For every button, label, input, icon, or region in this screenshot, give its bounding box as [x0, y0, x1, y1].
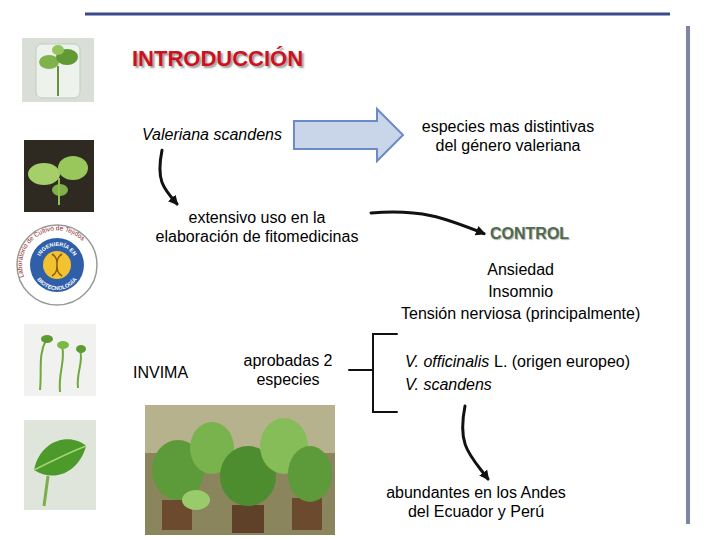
node-text: V. scandens — [405, 376, 492, 393]
photo-ground — [24, 140, 94, 212]
foliage — [288, 446, 332, 502]
photo-ground — [22, 38, 94, 102]
photo-sprouts — [24, 324, 96, 396]
species-heading: Valeriana scandens — [140, 123, 284, 146]
text-line: Insomnio — [401, 281, 640, 303]
control-heading: CONTROL — [488, 222, 571, 245]
photo-ground — [24, 324, 96, 396]
curved-arrow — [160, 150, 177, 204]
node-text: Valeriana scandens — [142, 126, 282, 143]
photo-culture — [22, 38, 94, 102]
leaf — [39, 55, 59, 69]
text-line: INVIMA — [133, 363, 188, 382]
photo-seedling — [24, 140, 94, 212]
leaf — [57, 341, 69, 349]
leaf — [41, 335, 53, 343]
node-text: extensivo uso en la elaboración de fitom… — [156, 209, 359, 245]
note-text: especies mas distintivas del género vale… — [413, 115, 603, 157]
text-line: Tensión nerviosa (principalmente) — [401, 303, 640, 325]
pot — [232, 505, 264, 533]
node-text: abundantes en los Andes del Ecuador y Pe… — [386, 484, 566, 520]
node-text: aprobadas 2 especies — [244, 352, 333, 388]
note-text: abundantes en los Andes del Ecuador y Pe… — [377, 481, 575, 523]
glass-jar — [36, 44, 80, 98]
leaf — [52, 45, 64, 55]
side-rule — [686, 26, 690, 524]
photo-ground — [145, 405, 335, 535]
lab-logo: Laboratorio de Cultivo de Tejidos INGENI… — [16, 224, 97, 305]
leaf — [76, 345, 86, 353]
dna-symbol — [52, 254, 62, 276]
curved-arrow — [371, 212, 484, 234]
leaf — [58, 156, 88, 180]
agency-name: INVIMA — [131, 361, 190, 384]
leaf — [34, 439, 86, 475]
photo-plants — [145, 405, 335, 535]
node-text: especies mas distintivas del género vale… — [422, 118, 595, 154]
bracket-connector — [349, 334, 397, 412]
note-text: extensivo uso en la elaboración de fitom… — [149, 206, 365, 248]
text-line: V. officinalis L. (origen europeo) — [405, 350, 630, 373]
stem — [57, 66, 59, 96]
node-text: CONTROL — [490, 225, 569, 242]
stem — [40, 340, 81, 392]
pot — [292, 498, 322, 530]
photo-ground — [24, 420, 96, 510]
node-text: Tensión nerviosa (principalmente) — [401, 305, 640, 322]
curved-arrow — [463, 406, 488, 479]
logo-text: Laboratorio de Cultivo de Tejidos — [16, 224, 87, 278]
note-text: aprobadas 2 especies — [231, 349, 345, 391]
block-arrow — [294, 109, 403, 161]
slide-title: INTRODUCCIÓN — [132, 46, 303, 72]
node-text: L. (origen europeo) — [494, 353, 630, 370]
stem — [44, 476, 48, 506]
logo-text: INGENIERÍA EN — [36, 241, 78, 257]
logo-ring-inner — [30, 238, 84, 292]
text-line: V. scandens — [405, 373, 630, 396]
species-list: V. officinalis L. (origen europeo)V. scan… — [403, 348, 632, 398]
logo-text: BIOTECNOLOGÍA — [36, 276, 77, 291]
leaf — [28, 163, 60, 185]
stem — [58, 178, 60, 205]
text-line: Valeriana scandens — [142, 125, 282, 144]
text-line: CONTROL — [490, 224, 569, 243]
photo-leaf — [24, 420, 96, 510]
leaf-vein — [34, 446, 86, 470]
symptom-list: AnsiedadInsomnioTensión nerviosa (princi… — [399, 257, 642, 327]
text-line: Ansiedad — [401, 259, 640, 281]
logo-text: Laboratorio de Cultivo de Tejidos — [16, 224, 87, 278]
text-line: extensivo uso en la elaboración de fitom… — [151, 208, 363, 246]
top-rule — [85, 13, 670, 16]
text-line: abundantes en los Andes del Ecuador y Pe… — [379, 483, 573, 521]
text-line: especies mas distintivas del género vale… — [415, 117, 601, 155]
node-text: V. officinalis — [405, 353, 489, 370]
text-line: aprobadas 2 especies — [233, 351, 343, 389]
logo-core — [43, 251, 71, 279]
logo-text: INGENIERÍA EN — [36, 241, 78, 257]
node-text: Ansiedad — [487, 261, 554, 278]
node-text: INVIMA — [133, 364, 188, 381]
foliage — [182, 490, 210, 510]
node-text: Insomnio — [488, 283, 553, 300]
logo-text: BIOTECNOLOGÍA — [36, 276, 77, 291]
